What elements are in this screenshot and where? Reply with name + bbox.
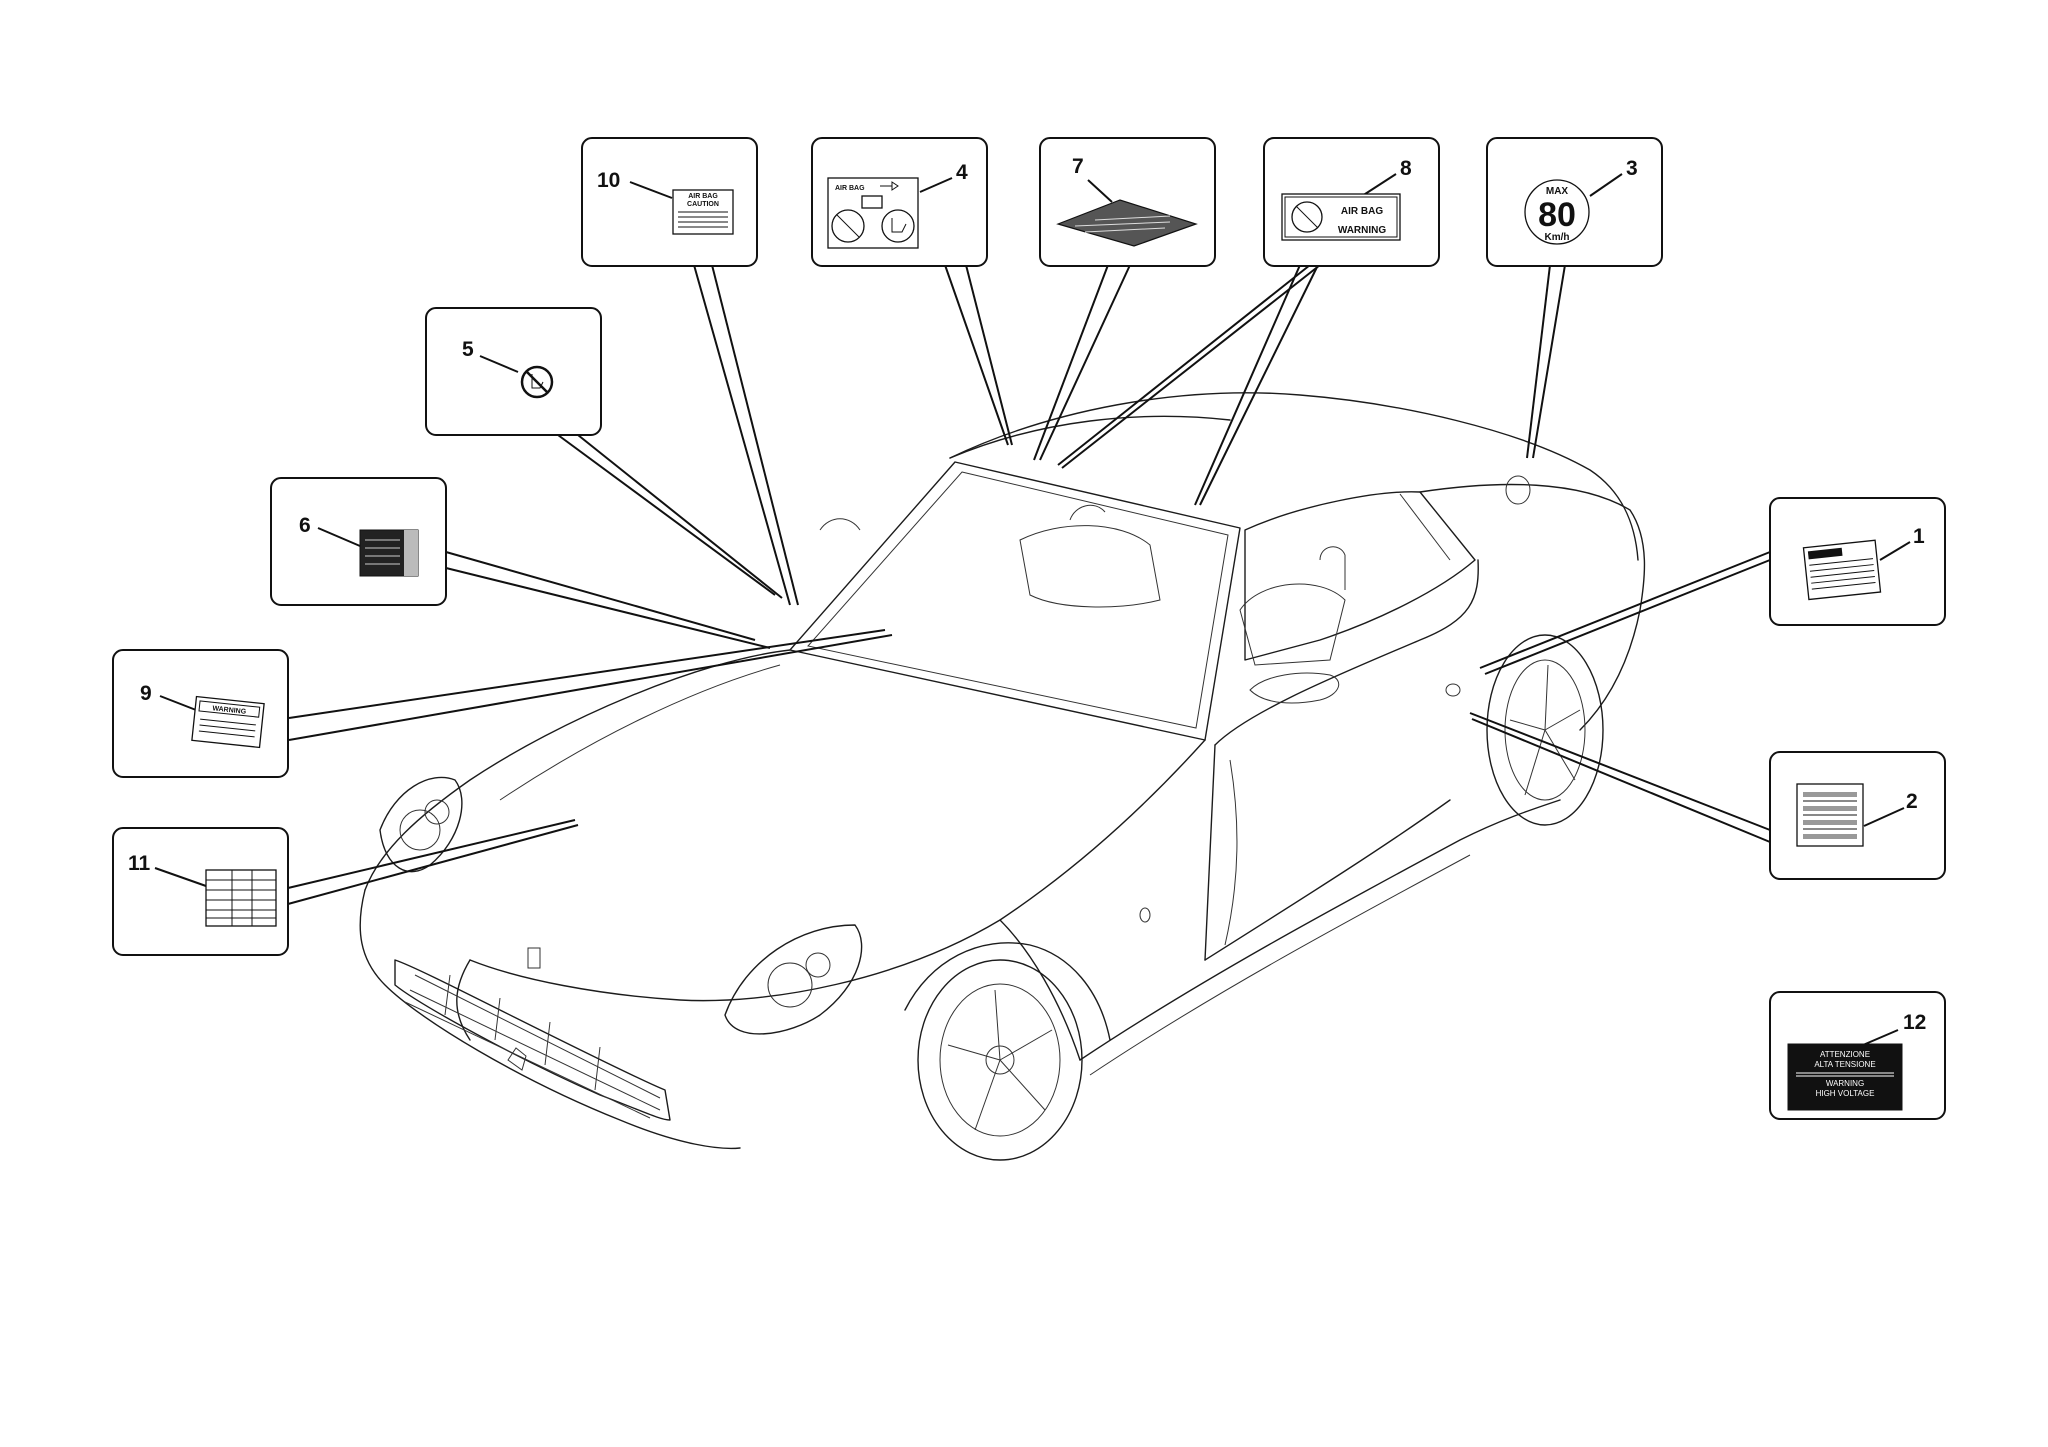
callout-3[interactable]: 3 MAX 80 Km/h [1486,137,1663,267]
ferrari-info-label-icon [1802,539,1882,601]
svg-text:AIR BAG: AIR BAG [835,185,865,192]
callout-6[interactable]: 6 [270,477,447,606]
speed-limit-label-icon: MAX 80 Km/h [1524,179,1590,245]
svg-text:WARNING: WARNING [212,705,247,716]
callout-number: 7 [1072,155,1084,178]
svg-text:ATTENZIONE: ATTENZIONE [1820,1050,1870,1059]
callout-number: 9 [140,682,152,705]
callout-number: 11 [128,852,151,875]
callout-number: 10 [597,169,620,192]
airbag-caution-label-icon: AIR BAG CAUTION [672,189,734,235]
callout-number: 1 [1913,525,1925,548]
callout-number: 3 [1626,157,1638,180]
svg-text:AIR BAG: AIR BAG [688,193,718,200]
leader-lines [287,264,1771,905]
callout-number: 12 [1903,1011,1926,1034]
high-voltage-label-icon: ATTENZIONE ALTA TENSIONE WARNING HIGH VO… [1787,1043,1903,1111]
airbag-seat-label-icon: AIR BAG [827,177,919,249]
callout-1[interactable]: 1 [1769,497,1946,626]
callout-number: 2 [1906,790,1918,813]
airbag-warning-label-icon: AIR BAG WARNING [1281,193,1401,241]
svg-text:HIGH VOLTAGE: HIGH VOLTAGE [1816,1089,1875,1098]
svg-text:CAUTION: CAUTION [687,201,719,208]
callout-number: 5 [462,338,474,361]
callout-11[interactable]: 11 [112,827,289,956]
windshield-label-icon [1056,199,1198,247]
callout-5[interactable]: 5 [425,307,602,436]
svg-text:Km/h: Km/h [1545,232,1570,243]
callout-8[interactable]: 8 AIR BAG WARNING [1263,137,1440,267]
svg-text:WARNING: WARNING [1826,1079,1864,1088]
callout-2[interactable]: 2 [1769,751,1946,880]
svg-text:80: 80 [1538,196,1576,234]
tyre-pressure-label-icon [1796,783,1864,847]
no-child-seat-label-icon [520,365,554,399]
info-card-label-icon [359,529,419,577]
svg-text:ALTA TENSIONE: ALTA TENSIONE [1814,1060,1875,1069]
warning-label-icon: WARNING [191,695,265,749]
svg-text:WARNING: WARNING [1338,225,1387,236]
callout-10[interactable]: 10 AIR BAG CAUTION [581,137,758,267]
callout-number: 8 [1400,157,1412,180]
car-outline [359,392,1646,1161]
svg-text:MAX: MAX [1546,186,1569,197]
callout-9[interactable]: 9 WARNING [112,649,289,778]
callout-number: 6 [299,514,311,537]
svg-text:AIR BAG: AIR BAG [1341,206,1383,217]
callout-7[interactable]: 7 [1039,137,1216,267]
callout-4[interactable]: 4 AIR BAG [811,137,988,267]
table-label-icon [205,869,277,927]
callout-number: 4 [956,161,968,184]
callout-12[interactable]: 12 ATTENZIONE ALTA TENSIONE WARNING HIGH… [1769,991,1946,1120]
